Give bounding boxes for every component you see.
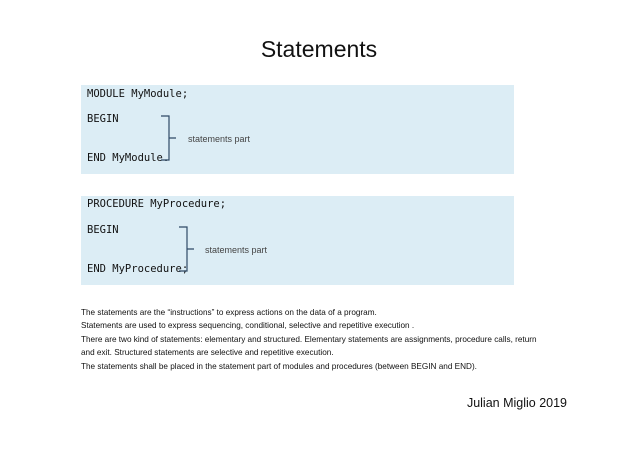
description-line: and exit. Structured statements are sele… (81, 348, 334, 358)
description-line: The statements shall be placed in the st… (81, 361, 477, 371)
module-header-line: MODULE MyModule; (87, 88, 189, 100)
right-brace-icon (161, 115, 176, 161)
slide-title: Statements (260, 36, 378, 62)
author-credit: Julian Miglio 2019 (466, 396, 567, 410)
description-line: The statements are the “instructions” to… (81, 308, 377, 317)
procedure-header-line: PROCEDURE MyProcedure; (87, 198, 227, 210)
procedure-code-block: PROCEDURE MyProcedure; BEGIN END MyProce… (81, 196, 514, 285)
description-line: There are two kind of statements: elemen… (81, 334, 537, 344)
procedure-statements-part-label: statements part (205, 245, 268, 255)
right-brace-icon (179, 226, 194, 272)
module-statements-part-label: statements part (188, 134, 251, 144)
description-text: The statements are the “instructions” to… (81, 306, 581, 373)
module-begin-line: BEGIN (87, 113, 119, 125)
module-end-line: END MyModule. (87, 152, 170, 164)
module-code-block: MODULE MyModule; BEGIN END MyModule. sta… (81, 85, 514, 174)
description-line: Statements are used to express sequencin… (81, 321, 415, 331)
procedure-begin-line: BEGIN (87, 224, 119, 236)
procedure-end-line: END MyProcedure; (87, 263, 189, 275)
